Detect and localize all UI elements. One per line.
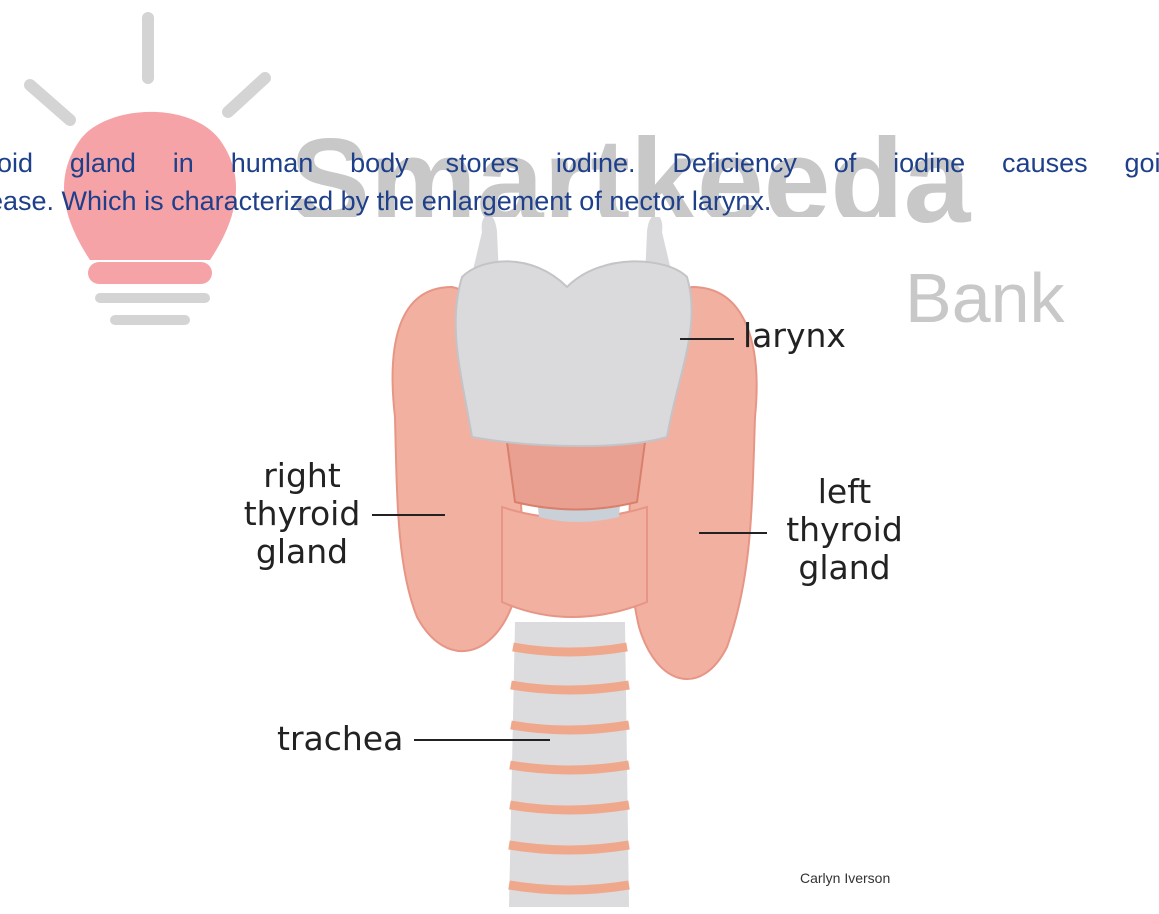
label-right-line2: thyroid <box>242 495 362 533</box>
label-left-line3: gland <box>777 549 912 587</box>
thyroid-isthmus <box>502 507 647 617</box>
label-trachea: trachea <box>277 720 403 758</box>
paragraph-line-2: ease. Which is characterized by the enla… <box>0 186 1147 217</box>
image-credit: Carlyn Iverson <box>800 870 890 886</box>
trachea-shape <box>509 622 629 907</box>
label-right-thyroid: right thyroid gland <box>242 457 362 571</box>
label-left-line2: thyroid <box>777 511 912 549</box>
paragraph-line-1: roid gland in human body stores iodine. … <box>0 148 1159 179</box>
label-larynx: larynx <box>743 317 846 355</box>
label-left-line1: left <box>777 473 912 511</box>
label-right-line3: gland <box>242 533 362 571</box>
label-left-thyroid: left thyroid gland <box>777 473 912 587</box>
watermark-sub: Bank <box>905 259 1066 337</box>
thyroid-figure: larynx right thyroid gland left thyroid … <box>247 217 910 909</box>
label-right-line1: right <box>242 457 362 495</box>
